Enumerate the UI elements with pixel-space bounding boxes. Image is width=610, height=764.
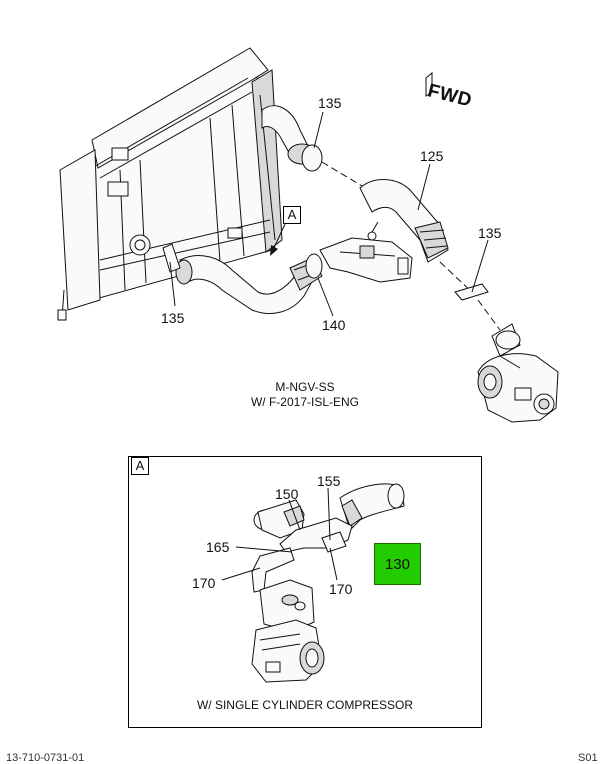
callout-170-right[interactable]: 170 (329, 581, 353, 597)
main-caption-line2: W/ F-2017-ISL-ENG (250, 395, 360, 409)
callout-125[interactable]: 125 (420, 148, 444, 164)
part-125-hose (359, 179, 449, 263)
callout-165[interactable]: 165 (206, 539, 230, 555)
left-135-gasket (162, 243, 181, 273)
callout-135-left[interactable]: 135 (161, 310, 185, 326)
clamp-140 (305, 253, 323, 279)
main-caption-line1: M-NGV-SS (275, 380, 335, 394)
turbocharger (477, 323, 559, 423)
callout-135-right[interactable]: 135 (478, 225, 502, 241)
right-135-gasket (454, 283, 489, 301)
detail-view-frame (128, 456, 482, 728)
callout-170-left[interactable]: 170 (192, 575, 216, 591)
detail-caption: W/ SINGLE CYLINDER COMPRESSOR (196, 698, 414, 712)
lower-intake-pipe (175, 255, 323, 314)
upper-intake-pipe (261, 105, 323, 172)
single-cylinder-compressor (251, 579, 325, 683)
highlighted-part-130[interactable]: 130 (374, 543, 421, 585)
footer-doc-id: 13-710-0731-01 (6, 752, 85, 764)
footer-sheet: S01 (578, 752, 598, 764)
detail-view-tag: A (131, 457, 149, 475)
callout-150[interactable]: 150 (275, 486, 299, 502)
view-a-reference[interactable]: A (283, 206, 301, 224)
callout-140[interactable]: 140 (322, 317, 346, 333)
callout-135-top[interactable]: 135 (318, 95, 342, 111)
part-155-hose (339, 483, 405, 531)
mount-bracket (319, 221, 413, 283)
callout-155[interactable]: 155 (317, 473, 341, 489)
